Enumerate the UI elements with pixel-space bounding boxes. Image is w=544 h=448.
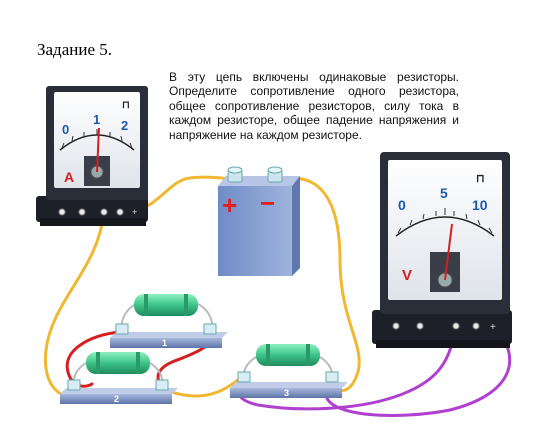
battery-plus: + <box>222 190 237 220</box>
voltmeter-needle <box>444 223 453 281</box>
voltmeter-letter: V <box>402 267 412 284</box>
voltmeter-scale-0: 0 <box>398 197 406 213</box>
ammeter-plus-sign: + <box>132 207 137 217</box>
ammeter-scale-0: 0 <box>62 122 69 137</box>
resistor-3-body <box>256 344 320 366</box>
battery-body <box>218 186 292 276</box>
voltmeter-plus-sign: + <box>490 322 496 333</box>
voltmeter-face <box>388 160 502 300</box>
wire-ammeter-to-board2 <box>43 210 106 398</box>
wire-purple-2 <box>324 324 512 417</box>
battery-minus: − <box>260 188 275 218</box>
task-title: Задание 5. <box>37 40 112 59</box>
ammeter-dc-symbol: ⊓ <box>122 100 130 111</box>
voltmeter-base <box>372 310 512 344</box>
ammeter-scale-1: 1 <box>93 112 100 127</box>
ammeter-face <box>54 92 140 188</box>
voltmeter: 0 5 10 ⊓ V + <box>372 152 512 348</box>
voltmeter-scale-10: 10 <box>472 197 488 213</box>
resistor-2-body <box>86 352 150 374</box>
resistor-1-label: 1 <box>162 338 167 348</box>
voltmeter-scale-5: 5 <box>440 185 448 201</box>
resistor-2-label: 2 <box>114 394 119 404</box>
ammeter-letter: A <box>64 169 74 185</box>
resistor-board-2: 2 <box>60 352 178 404</box>
ammeter-scale-2: 2 <box>121 118 128 133</box>
voltmeter-dc-symbol: ⊓ <box>476 173 485 185</box>
wire-ammeter-to-battery <box>134 175 238 212</box>
resistor-board-3: 3 <box>230 344 348 398</box>
battery: + − <box>218 166 300 276</box>
task-description: В эту цепь включены одинаковые резисторы… <box>169 70 459 142</box>
voltmeter-terminals <box>392 322 480 330</box>
resistor-board-1: 1 <box>110 294 228 348</box>
resistor-1-body <box>134 294 198 316</box>
ammeter-terminals <box>58 208 124 216</box>
ammeter: 0 1 2 ⊓ A + <box>36 86 148 226</box>
wires <box>43 175 512 417</box>
wire-red-left <box>65 330 122 388</box>
resistor-3-label: 3 <box>284 388 289 398</box>
wire-battery-to-board3 <box>276 176 361 393</box>
ammeter-needle <box>96 127 100 173</box>
